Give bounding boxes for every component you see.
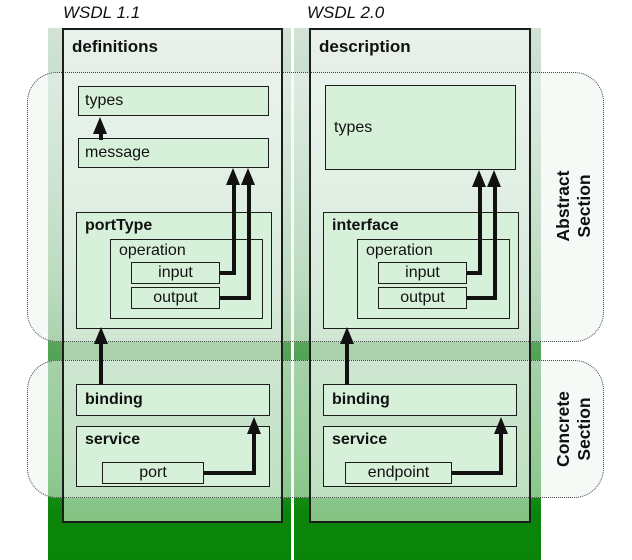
concrete-section-line1: Concrete: [553, 391, 573, 467]
types-label-wsdl11: types: [85, 92, 124, 109]
arrow-vertical-segment: [492, 184, 497, 300]
arrow-head: [472, 170, 486, 187]
arrow-head: [93, 117, 107, 134]
concrete-section-label: Concrete Section: [553, 354, 597, 504]
arrow-horizontal-segment: [220, 271, 236, 275]
arrow-horizontal-segment: [467, 296, 497, 300]
service-label-wsdl20: service: [332, 431, 388, 448]
abstract-section-label: Abstract Section: [553, 131, 597, 281]
arrow-horizontal-segment: [204, 471, 256, 475]
arrow-tail: [98, 132, 103, 140]
input-label-wsdl20: input: [405, 264, 440, 281]
abstract-section-line2: Section: [574, 174, 594, 238]
endpoint-box: endpoint: [345, 462, 452, 484]
service-label-wsdl11: service: [85, 431, 141, 448]
interface-label: interface: [332, 217, 399, 234]
input-box-wsdl20: input: [378, 262, 467, 284]
arrow-vertical-segment: [499, 431, 503, 475]
arrow-head: [241, 168, 255, 185]
input-box-wsdl11: input: [131, 262, 220, 284]
operation-label-wsdl20: operation: [366, 242, 433, 259]
description-label: description: [319, 37, 411, 56]
abstract-section-line1: Abstract: [553, 170, 573, 242]
port-box: port: [102, 462, 204, 484]
message-label: message: [85, 144, 150, 161]
arrow-horizontal-segment: [220, 296, 251, 300]
endpoint-label: endpoint: [367, 464, 430, 481]
operation-label-wsdl11: operation: [119, 242, 186, 259]
description-box: description: [309, 28, 531, 523]
arrow-horizontal-segment: [452, 471, 503, 475]
output-label-wsdl20: output: [400, 289, 445, 306]
binding-label-wsdl20: binding: [332, 391, 390, 408]
binding-label-wsdl11: binding: [85, 391, 143, 408]
types-label-wsdl20: types: [334, 118, 373, 136]
output-label-wsdl11: output: [153, 289, 198, 306]
port-label: port: [139, 464, 167, 481]
arrow-tail: [99, 343, 103, 385]
arrow-head: [339, 327, 354, 344]
arrow-head: [93, 327, 108, 344]
arrow-horizontal-segment: [467, 271, 482, 275]
types-box-wsdl11: types: [78, 86, 269, 116]
wsdl-11-title: WSDL 1.1: [63, 3, 141, 22]
output-box-wsdl20: output: [378, 287, 467, 309]
arrow-head: [226, 168, 240, 185]
binding-box-wsdl20: binding: [323, 384, 517, 416]
arrow-vertical-segment: [477, 184, 482, 275]
porttype-label: portType: [85, 217, 153, 234]
definitions-box: definitions: [62, 28, 283, 523]
output-box-wsdl11: output: [131, 287, 220, 309]
arrow-tail: [345, 343, 349, 385]
arrow-head: [246, 417, 261, 434]
arrow-vertical-segment: [246, 182, 251, 300]
concrete-section-line2: Section: [574, 397, 594, 461]
definitions-label: definitions: [72, 37, 158, 56]
wsdl-20-title: WSDL 2.0: [307, 3, 385, 22]
arrow-vertical-segment: [231, 182, 236, 275]
input-label-wsdl11: input: [158, 264, 193, 281]
binding-box-wsdl11: binding: [76, 384, 270, 416]
arrow-head: [487, 170, 501, 187]
message-box: message: [78, 138, 269, 168]
arrow-head: [493, 417, 508, 434]
arrow-vertical-segment: [252, 431, 256, 475]
types-box-wsdl20: types: [325, 85, 516, 170]
